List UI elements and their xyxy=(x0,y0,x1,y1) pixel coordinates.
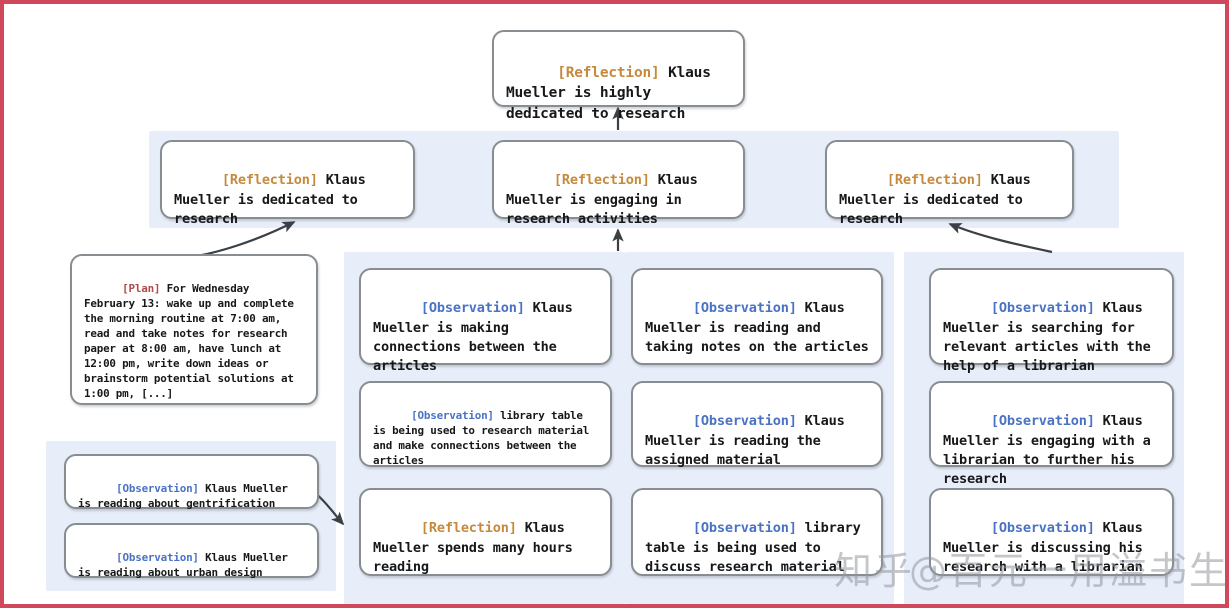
node-body: Klaus Mueller is dedicated to research xyxy=(174,172,374,227)
node-body: Klaus Mueller is reading and taking note… xyxy=(645,300,869,355)
tag-observation: [Observation] xyxy=(420,300,525,317)
node-text: [Observation] Klaus Mueller is reading t… xyxy=(645,393,869,489)
node-root-reflection[interactable]: [Reflection] Klaus Mueller is highly ded… xyxy=(492,30,745,122)
node-a-1[interactable]: [Observation] Klaus Mueller is making co… xyxy=(359,268,612,374)
node-body: Klaus Mueller is reading about gentrific… xyxy=(78,482,295,511)
tag-observation: [Observation] xyxy=(990,413,1095,430)
node-text: [Reflection] Klaus Mueller is dedicated … xyxy=(839,152,1060,248)
node-text: [Observation] Klaus Mueller is searching… xyxy=(943,280,1160,396)
node-body: For Wednesday February 13: wake up and c… xyxy=(84,282,301,401)
node-b-2[interactable]: [Observation] Klaus Mueller is reading t… xyxy=(631,381,883,468)
node-reflection-left[interactable]: [Reflection] Klaus Mueller is dedicated … xyxy=(160,140,415,227)
node-c-1[interactable]: [Observation] Klaus Mueller is searching… xyxy=(929,268,1174,374)
tag-reflection: [Reflection] xyxy=(221,172,318,189)
node-plan[interactable]: [Plan] For Wednesday February 13: wake u… xyxy=(70,254,318,405)
node-c-2[interactable]: [Observation] Klaus Mueller is engaging … xyxy=(929,381,1174,487)
node-text: [Observation] Klaus Mueller is discussin… xyxy=(943,500,1160,596)
node-a-3[interactable]: [Reflection] Klaus Mueller spends many h… xyxy=(359,488,612,576)
node-text: [Observation] Klaus Mueller is making co… xyxy=(373,280,598,396)
node-text: [Observation] Klaus Mueller is reading a… xyxy=(78,466,305,526)
node-reflection-right[interactable]: [Reflection] Klaus Mueller is dedicated … xyxy=(825,140,1074,227)
tag-observation: [Observation] xyxy=(411,409,494,423)
node-body: Klaus Mueller is searching for relevant … xyxy=(943,300,1159,375)
tag-reflection: [Reflection] xyxy=(557,64,660,81)
node-body: Klaus Mueller is reading about urban des… xyxy=(78,551,295,580)
node-text: [Observation] Klaus Mueller is reading a… xyxy=(645,280,869,376)
node-body: library table is being used to discuss r… xyxy=(645,520,869,575)
node-text: [Observation] library table is being use… xyxy=(645,500,869,596)
node-body: library table is being used to research … xyxy=(373,409,596,468)
node-b-1[interactable]: [Observation] Klaus Mueller is reading a… xyxy=(631,268,883,365)
tag-reflection: [Reflection] xyxy=(553,172,650,189)
node-text: [Observation] Klaus Mueller is reading a… xyxy=(78,535,305,595)
tag-observation: [Observation] xyxy=(692,413,797,430)
tag-observation: [Observation] xyxy=(692,300,797,317)
tag-observation: [Observation] xyxy=(116,482,199,496)
node-body: Klaus Mueller is making connections betw… xyxy=(373,300,581,375)
node-c-3[interactable]: [Observation] Klaus Mueller is discussin… xyxy=(929,488,1174,576)
tag-observation: [Observation] xyxy=(990,300,1095,317)
node-leaf-gentrification[interactable]: [Observation] Klaus Mueller is reading a… xyxy=(64,454,319,510)
tag-observation: [Observation] xyxy=(116,551,199,565)
tag-observation: [Observation] xyxy=(990,520,1095,537)
node-text: [Observation] library table is being use… xyxy=(373,393,598,483)
node-text: [Plan] For Wednesday February 13: wake u… xyxy=(84,266,304,416)
node-body: Klaus Mueller is dedicated to research xyxy=(839,172,1039,227)
tag-plan: [Plan] xyxy=(122,282,161,296)
node-reflection-middle[interactable]: [Reflection] Klaus Mueller is engaging i… xyxy=(492,140,745,227)
node-b-3[interactable]: [Observation] library table is being use… xyxy=(631,488,883,576)
node-body: Klaus Mueller is discussing his research… xyxy=(943,520,1151,575)
tag-reflection: [Reflection] xyxy=(420,520,517,537)
node-body: Klaus Mueller is engaging in research ac… xyxy=(506,172,706,227)
node-body: Klaus Mueller is reading the assigned ma… xyxy=(645,413,853,468)
node-text: [Reflection] Klaus Mueller is highly ded… xyxy=(506,42,731,145)
node-text: [Reflection] Klaus Mueller is dedicated … xyxy=(174,152,401,248)
node-text: [Reflection] Klaus Mueller is engaging i… xyxy=(506,152,731,248)
node-text: [Reflection] Klaus Mueller spends many h… xyxy=(373,500,598,596)
tag-reflection: [Reflection] xyxy=(886,172,983,189)
node-body: Klaus Mueller is engaging with a librari… xyxy=(943,413,1159,488)
tag-observation: [Observation] xyxy=(692,520,797,537)
node-text: [Observation] Klaus Mueller is engaging … xyxy=(943,393,1160,509)
node-body: Klaus Mueller is highly dedicated to res… xyxy=(506,64,720,122)
node-a-2[interactable]: [Observation] library table is being use… xyxy=(359,381,612,467)
node-body: Klaus Mueller spends many hours reading xyxy=(373,520,581,575)
node-leaf-urban-design[interactable]: [Observation] Klaus Mueller is reading a… xyxy=(64,523,319,579)
